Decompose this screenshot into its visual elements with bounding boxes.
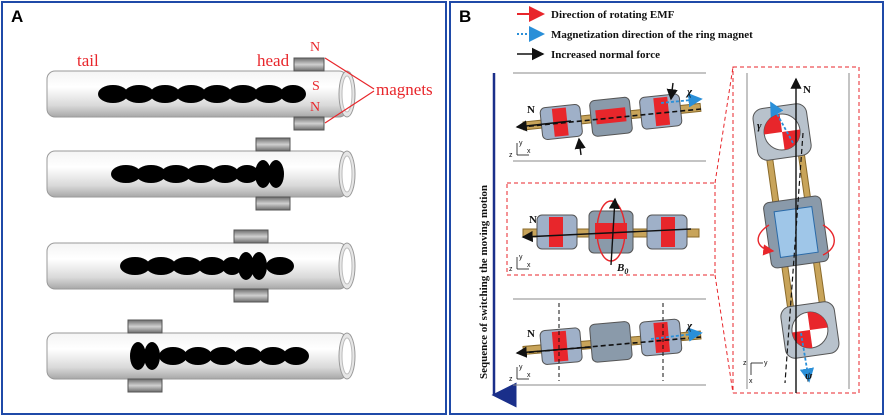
- legend-magnetization-text: Magnetization direction of the ring magn…: [551, 29, 753, 41]
- detail-axes: y z x: [743, 360, 768, 385]
- state-2-field-label: B0: [616, 262, 628, 276]
- detail-psi-label: ψ: [805, 370, 813, 382]
- state-1-chi-label: χ: [685, 86, 693, 98]
- legend-item-emf: Direction of rotating EMF: [517, 6, 675, 22]
- state-2-axes: y z x: [509, 254, 531, 273]
- state-2-axis-y: y: [519, 254, 523, 261]
- state-3-axes: y z x: [509, 364, 531, 383]
- magnets-row-1: [293, 57, 325, 131]
- state-3-chi-label: χ: [685, 320, 693, 332]
- panel-a: A: [1, 1, 447, 415]
- head-label: head: [257, 51, 290, 70]
- detail-axis-y: y: [764, 360, 768, 367]
- detail-view: N γ ψ y z x: [732, 66, 860, 394]
- magnets-row-2: [255, 137, 291, 211]
- pole-n-bottom: N: [310, 100, 320, 115]
- magnets-row-3: [233, 229, 269, 303]
- detail-n-label: N: [803, 84, 811, 96]
- pole-s: S: [312, 79, 320, 94]
- sequence-arrow: Sequence of switching the moving motion: [478, 73, 517, 408]
- panel-a-diagram: tail head N S N magnets: [46, 40, 433, 393]
- state-3-n-label: N: [527, 328, 535, 340]
- detail-axis-x: x: [749, 378, 753, 385]
- state-1-axis-x: x: [527, 148, 531, 155]
- magnets-pointer-lines: [324, 57, 375, 124]
- legend: Direction of rotating EMF Magnetization …: [517, 6, 753, 61]
- state-3-axis-x: x: [527, 372, 531, 379]
- legend-normal-force-text: Increased normal force: [551, 49, 660, 61]
- panel-b-diagram: Direction of rotating EMF Magnetization …: [478, 6, 860, 408]
- panel-a-label: A: [11, 7, 24, 26]
- panel-b: B Direction of rotat: [449, 1, 884, 415]
- zoom-connectors: [714, 66, 734, 394]
- robot-segments-row-1: [98, 85, 306, 103]
- tail-label: tail: [77, 51, 99, 70]
- robot-segments-row-3: [120, 252, 294, 280]
- state-1-axis-z: z: [509, 152, 513, 159]
- detail-gamma-label: γ: [757, 120, 762, 132]
- sequence-label: Sequence of switching the moving motion: [478, 185, 490, 379]
- state-3-axis-z: z: [509, 376, 513, 383]
- state-2: N B0 y z x: [506, 182, 716, 276]
- legend-item-normal-force: Increased normal force: [517, 47, 660, 61]
- legend-item-magnetization: Magnetization direction of the ring magn…: [517, 26, 753, 42]
- state-1: N χ y z x: [509, 72, 706, 162]
- state-2-axis-x: x: [527, 262, 531, 269]
- panel-b-label: B: [459, 7, 472, 26]
- state-3: N χ y z x: [509, 298, 706, 386]
- state-2-axis-z: z: [509, 266, 513, 273]
- robot-segments-row-2: [111, 160, 284, 188]
- state-1-axes: y z x: [509, 140, 531, 159]
- state-1-n-label: N: [527, 104, 535, 116]
- detail-axis-z: z: [743, 360, 747, 367]
- magnets-row-4: [127, 319, 163, 393]
- state-3-axis-y: y: [519, 364, 523, 371]
- magnets-label: magnets: [376, 80, 433, 99]
- state-1-axis-y: y: [519, 140, 523, 147]
- state-2-n-label: N: [529, 214, 537, 226]
- legend-emf-text: Direction of rotating EMF: [551, 9, 675, 21]
- robot-segments-row-4: [130, 342, 309, 370]
- pole-n-top: N: [310, 40, 320, 55]
